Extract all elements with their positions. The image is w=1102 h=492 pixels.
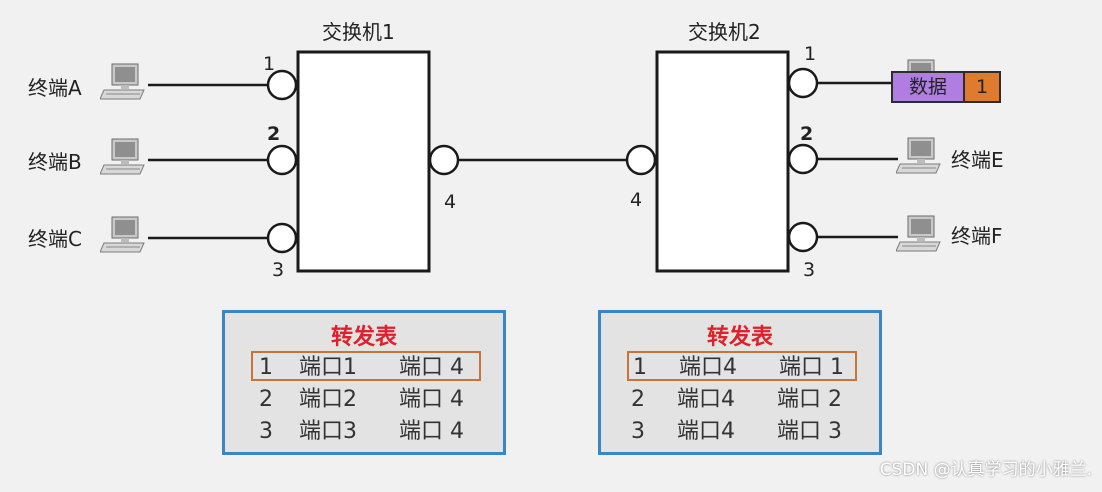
table-row: 3 端口3 端口 4 — [225, 417, 503, 447]
terminal-b-label: 终端B — [28, 150, 82, 174]
table-row: 3 端口4 端口 3 — [601, 417, 879, 447]
row-number: 2 — [259, 387, 273, 412]
row-out-port: 端口 2 — [777, 387, 842, 412]
row-in-port: 端口2 — [299, 387, 357, 412]
sw1-port-2-label: 2 — [267, 123, 281, 145]
sw2-port-1-label: 1 — [804, 43, 817, 65]
sw2-port-3 — [787, 221, 819, 253]
table-row: 2 端口4 端口 2 — [601, 385, 879, 415]
row-number: 3 — [259, 419, 273, 444]
terminal-c-label: 终端C — [28, 227, 82, 251]
row-out-port: 端口 4 — [399, 419, 464, 444]
row-in-port: 端口4 — [677, 419, 735, 444]
packet-data-label: 数据 — [893, 73, 963, 101]
sw1-port-3-label: 3 — [272, 259, 285, 281]
switch-1-box — [296, 50, 431, 273]
row-out-port: 端口 4 — [399, 387, 464, 412]
sw1-port-2 — [266, 144, 298, 176]
row-number: 3 — [631, 419, 645, 444]
row-number: 1 — [633, 355, 647, 380]
sw2-port-4 — [625, 144, 657, 176]
sw1-port-1 — [266, 69, 298, 101]
terminal-f-label: 终端F — [951, 224, 1003, 248]
table-row: 2 端口2 端口 4 — [225, 385, 503, 415]
sw1-port-4 — [428, 144, 460, 176]
sw2-port-2 — [787, 143, 819, 175]
table-row: 1 端口1 端口 4 — [251, 351, 481, 381]
sw1-port-1-label: 1 — [263, 53, 276, 75]
forwarding-table-1: 转发表 1 端口1 端口 4 2 端口2 端口 4 3 端口3 端口 4 — [222, 310, 506, 455]
computer-icon — [896, 215, 941, 252]
table-row: 1 端口4 端口 1 — [627, 351, 857, 381]
row-out-port: 端口 4 — [399, 355, 464, 380]
row-in-port: 端口3 — [299, 419, 357, 444]
terminal-a-label: 终端A — [28, 76, 82, 100]
computer-icon — [100, 138, 145, 175]
sw1-port-3 — [266, 222, 298, 254]
sw2-port-1 — [787, 67, 819, 99]
row-number: 2 — [631, 387, 645, 412]
data-packet: 数据 1 — [891, 71, 1001, 103]
row-out-port: 端口 1 — [779, 355, 844, 380]
computer-icon — [100, 63, 145, 100]
switch-1-title: 交换机1 — [322, 20, 395, 44]
row-number: 1 — [259, 355, 273, 380]
packet-port-label: 1 — [965, 73, 999, 101]
row-in-port: 端口4 — [679, 355, 737, 380]
computer-icon — [100, 216, 145, 253]
sw2-port-2-label: 2 — [800, 123, 814, 145]
table-1-title: 转发表 — [330, 325, 397, 350]
sw2-port-3-label: 3 — [803, 259, 816, 281]
watermark-text: CSDN @认真学习的小雅兰. — [879, 460, 1092, 480]
sw1-port-4-label: 4 — [444, 191, 457, 213]
row-in-port: 端口1 — [299, 355, 357, 380]
row-in-port: 端口4 — [677, 387, 735, 412]
switch-2-title: 交换机2 — [688, 20, 761, 44]
computer-icon — [896, 137, 941, 174]
forwarding-table-2: 转发表 1 端口4 端口 1 2 端口4 端口 2 3 端口4 端口 3 — [598, 310, 882, 455]
terminal-e-label: 终端E — [951, 148, 1004, 172]
sw2-port-4-label: 4 — [630, 189, 643, 211]
row-out-port: 端口 3 — [777, 419, 842, 444]
table-2-title: 转发表 — [706, 325, 773, 350]
switch-2-box — [655, 50, 790, 273]
